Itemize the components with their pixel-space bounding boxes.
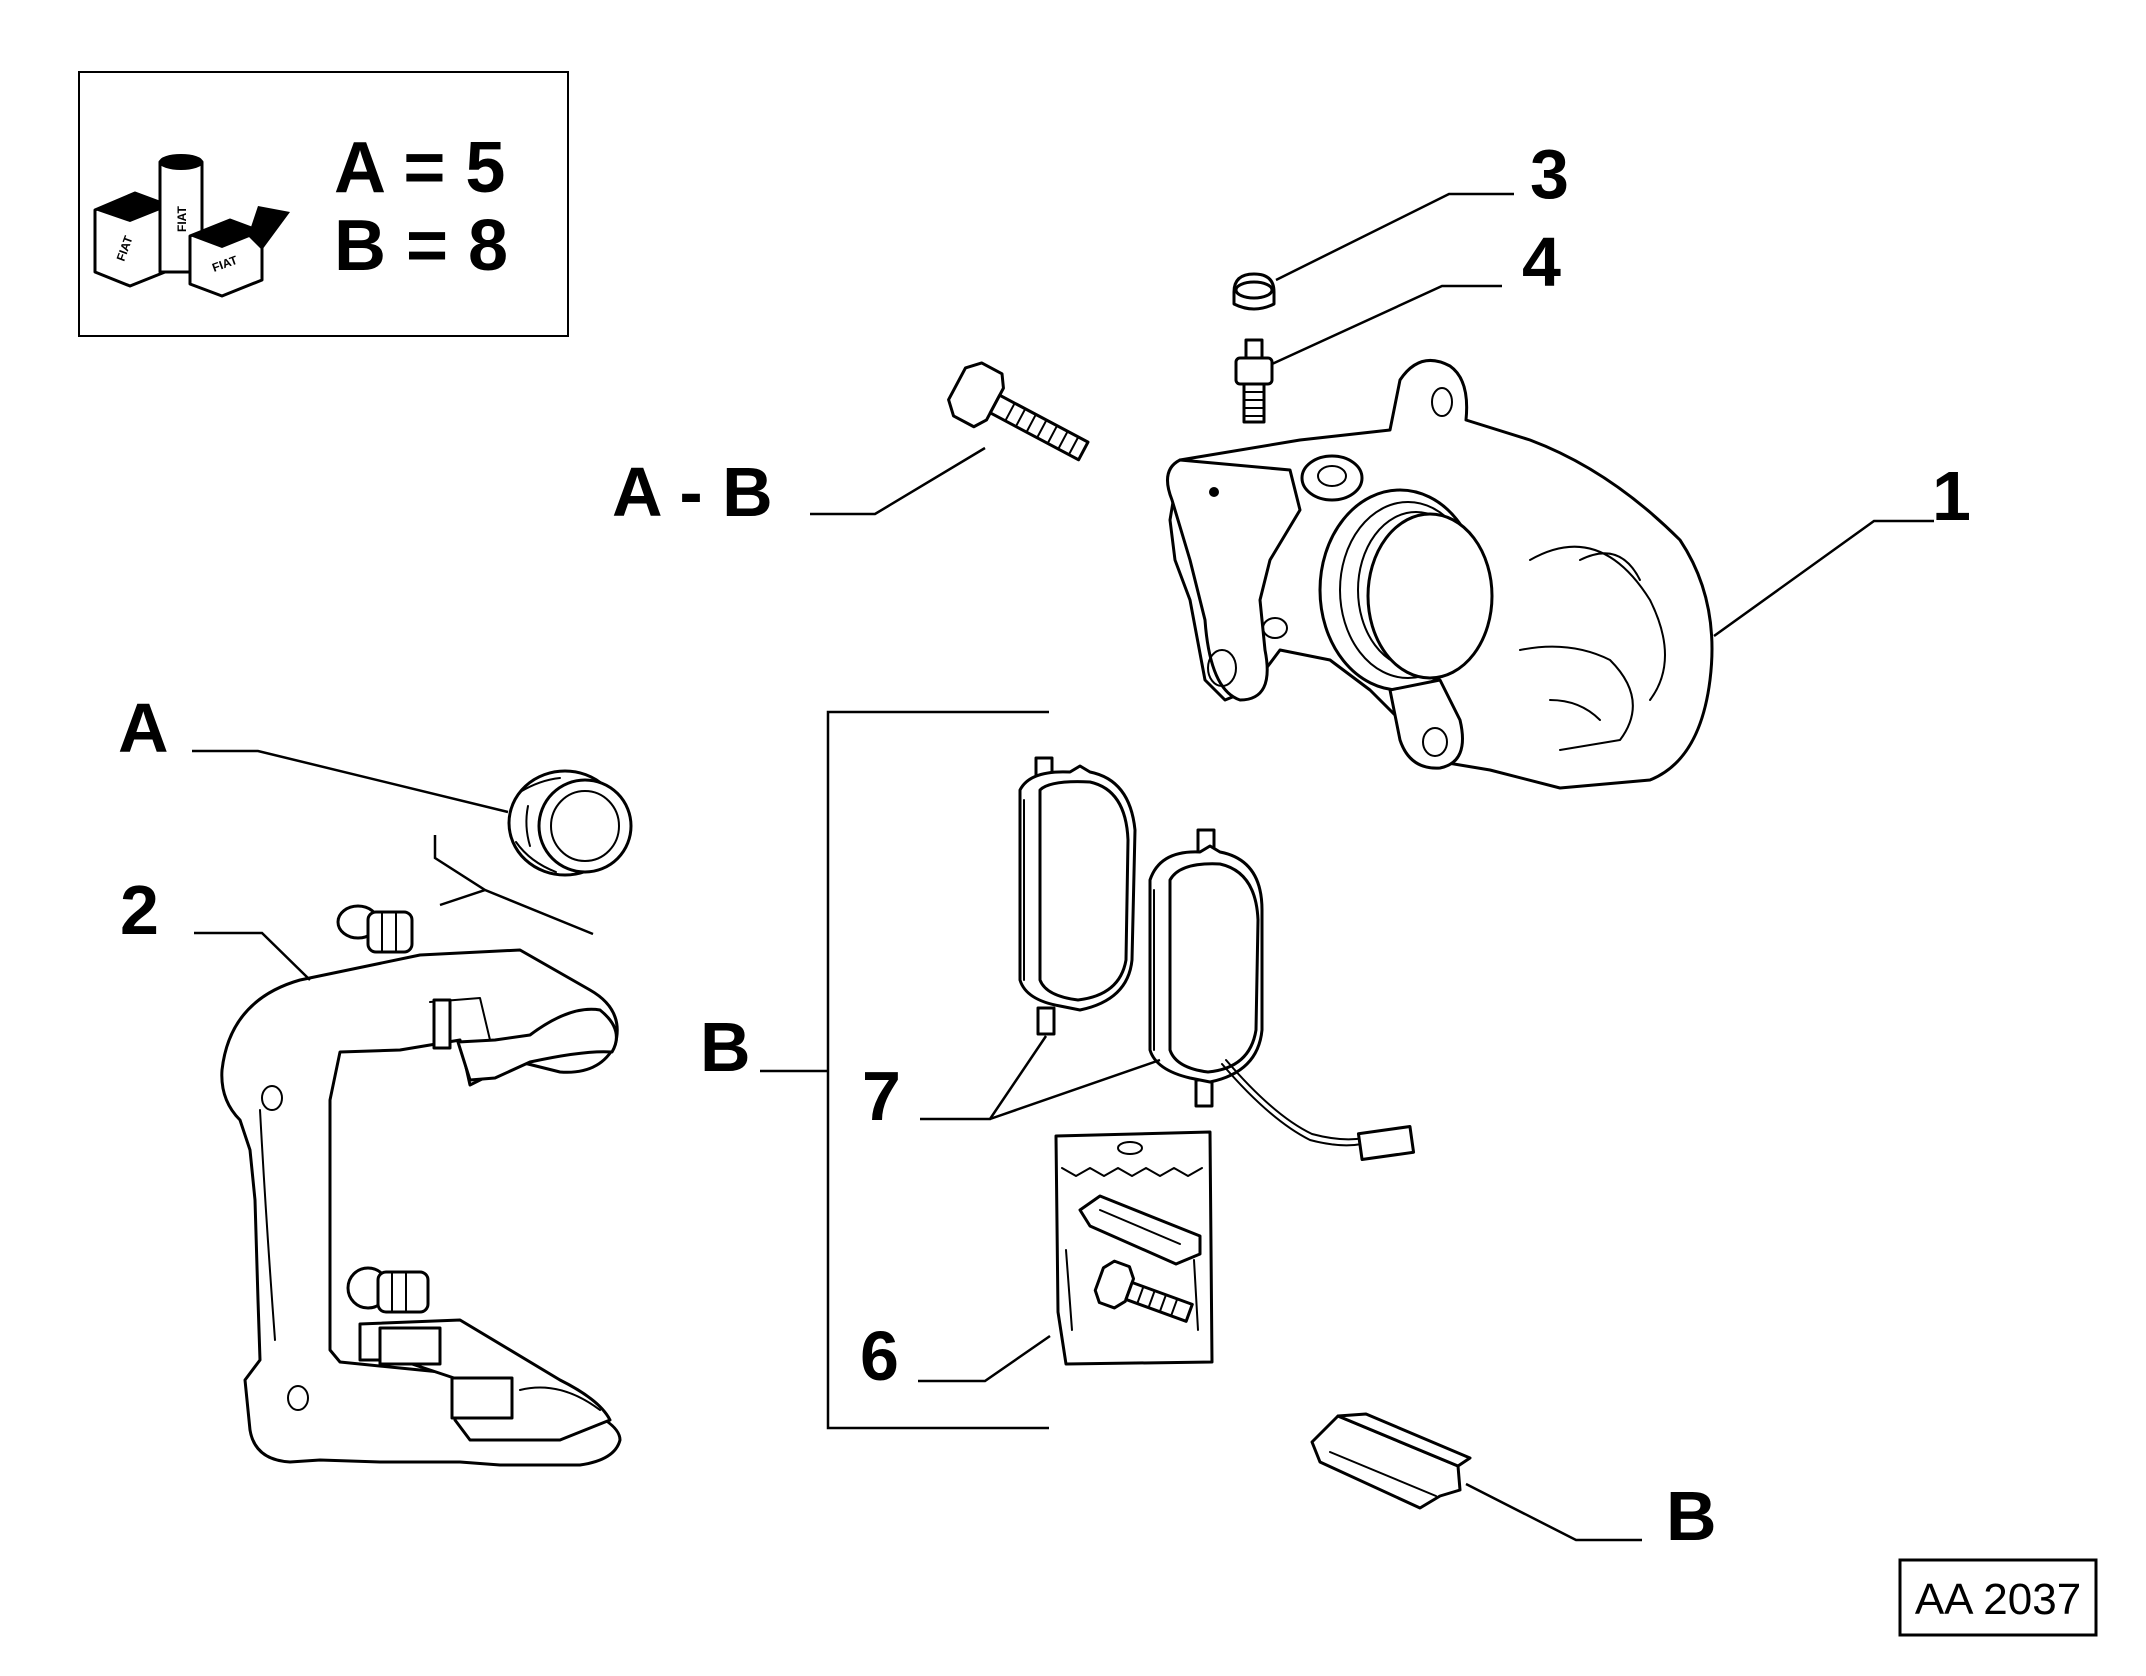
callout-a: A bbox=[118, 689, 169, 767]
callout-1: 1 bbox=[1932, 457, 1971, 535]
kit-line-b: B = 8 bbox=[334, 206, 508, 286]
callout-a-b: A - B bbox=[612, 453, 773, 531]
kit-line-a: A = 5 bbox=[334, 128, 505, 208]
part-6-hardware-kit-bag bbox=[1054, 1130, 1214, 1366]
callout-b-bracket: B bbox=[700, 1008, 751, 1086]
fiat-parts-logo-icon: FIAT FIAT FIAT bbox=[93, 154, 290, 298]
callout-3: 3 bbox=[1530, 135, 1569, 213]
kit-quantity-box: FIAT FIAT FIAT A = 5 B = 8 bbox=[78, 71, 569, 337]
reference-code: AA 2037 bbox=[1915, 1575, 2081, 1624]
reference-box: AA 2037 bbox=[1898, 1558, 2098, 1637]
part-3-dust-cap bbox=[1232, 272, 1276, 311]
part-b-anti-rattle-clip bbox=[1310, 1412, 1472, 1510]
part-a-guide-sleeve bbox=[507, 769, 633, 877]
part-guide-bolt bbox=[947, 361, 1090, 462]
callout-4: 4 bbox=[1522, 223, 1561, 301]
brake-pad-inner bbox=[1018, 756, 1137, 1036]
bracket-top-pin bbox=[336, 904, 414, 954]
bracket-bottom-pin bbox=[346, 1266, 430, 1314]
callout-2: 2 bbox=[120, 871, 159, 949]
callout-b-clip: B bbox=[1666, 1477, 1717, 1555]
leader-lines bbox=[192, 192, 1934, 1542]
reference-frame bbox=[1898, 1558, 2098, 1637]
wear-sensor-wire bbox=[1221, 1059, 1416, 1161]
part-4-bleed-screw bbox=[1234, 338, 1274, 424]
part-1-brake-caliper bbox=[1166, 358, 1714, 790]
brake-pad-outer bbox=[1148, 828, 1264, 1108]
part-2-caliper-bracket bbox=[220, 904, 622, 1467]
part-7-brake-pads bbox=[1018, 756, 1416, 1161]
callout-6: 6 bbox=[860, 1317, 899, 1395]
callout-labels: 1 3 4 A - B A 2 B 7 6 B bbox=[118, 135, 1971, 1555]
logo-text-center: FIAT bbox=[175, 206, 189, 232]
callout-7: 7 bbox=[862, 1057, 901, 1135]
